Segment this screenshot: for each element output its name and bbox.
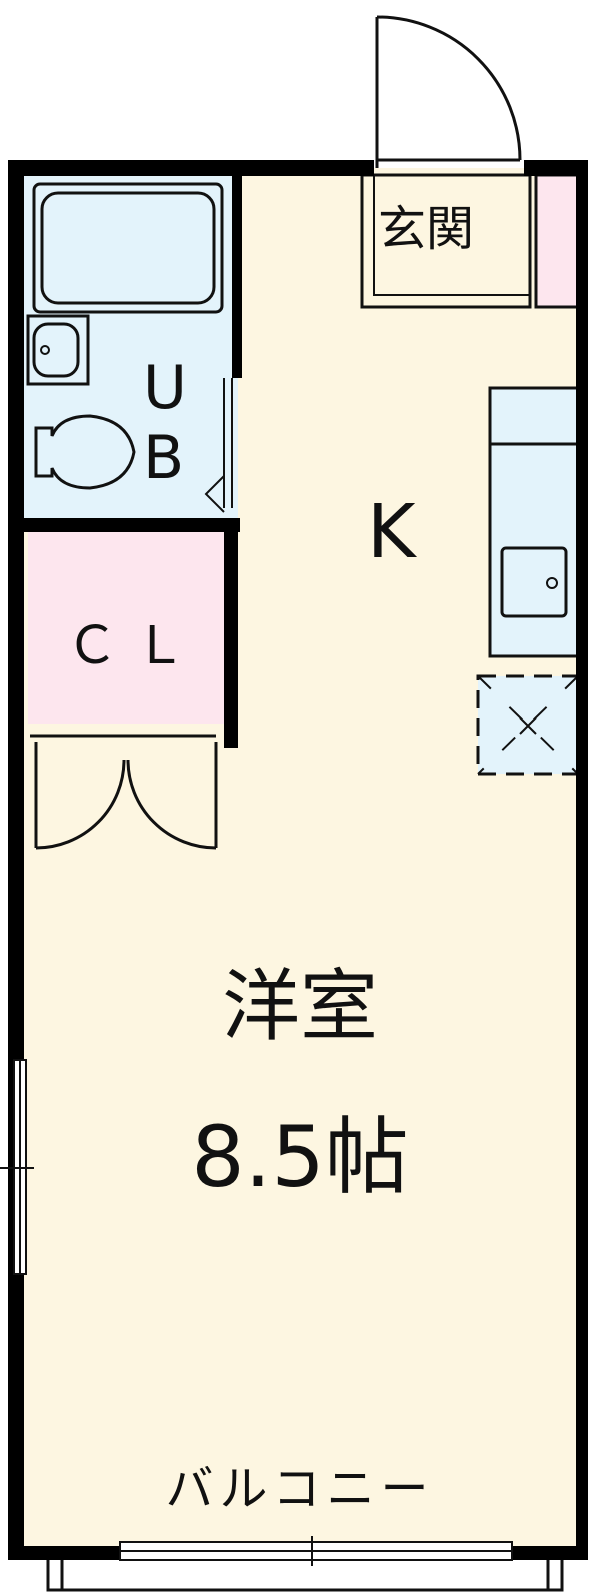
balcony [46,1560,564,1592]
bathtub [32,182,224,314]
unit-bath-label-b: B [143,423,185,493]
balcony-label: バルコニー [165,1461,435,1517]
entrance-label: 玄関 [378,201,475,257]
entrance-step [373,174,531,296]
bath-door [204,378,233,513]
closet-label: ＣＬ [66,616,203,676]
washbasin-drain [40,345,50,355]
sink-drain [546,577,558,589]
main-room-size: 8.5帖 [191,1108,409,1206]
side-window [0,1059,34,1275]
toilet [34,414,136,490]
entrance-floor [360,173,532,309]
closet-floor [28,532,224,724]
bathtub-inner [40,191,216,305]
balcony-window [119,1536,513,1566]
shoe-cabinet [534,173,582,309]
main-room-label: 洋室 [221,962,378,1052]
unit-bath-label-u: U [143,353,187,423]
kitchen-sink [500,546,568,618]
interior-walls [20,168,242,748]
entrance-door [375,15,522,168]
fridge-mark [477,675,579,775]
kitchen-label: K [367,489,416,575]
washbasin-bowl [32,322,80,378]
closet-doors [30,734,218,850]
